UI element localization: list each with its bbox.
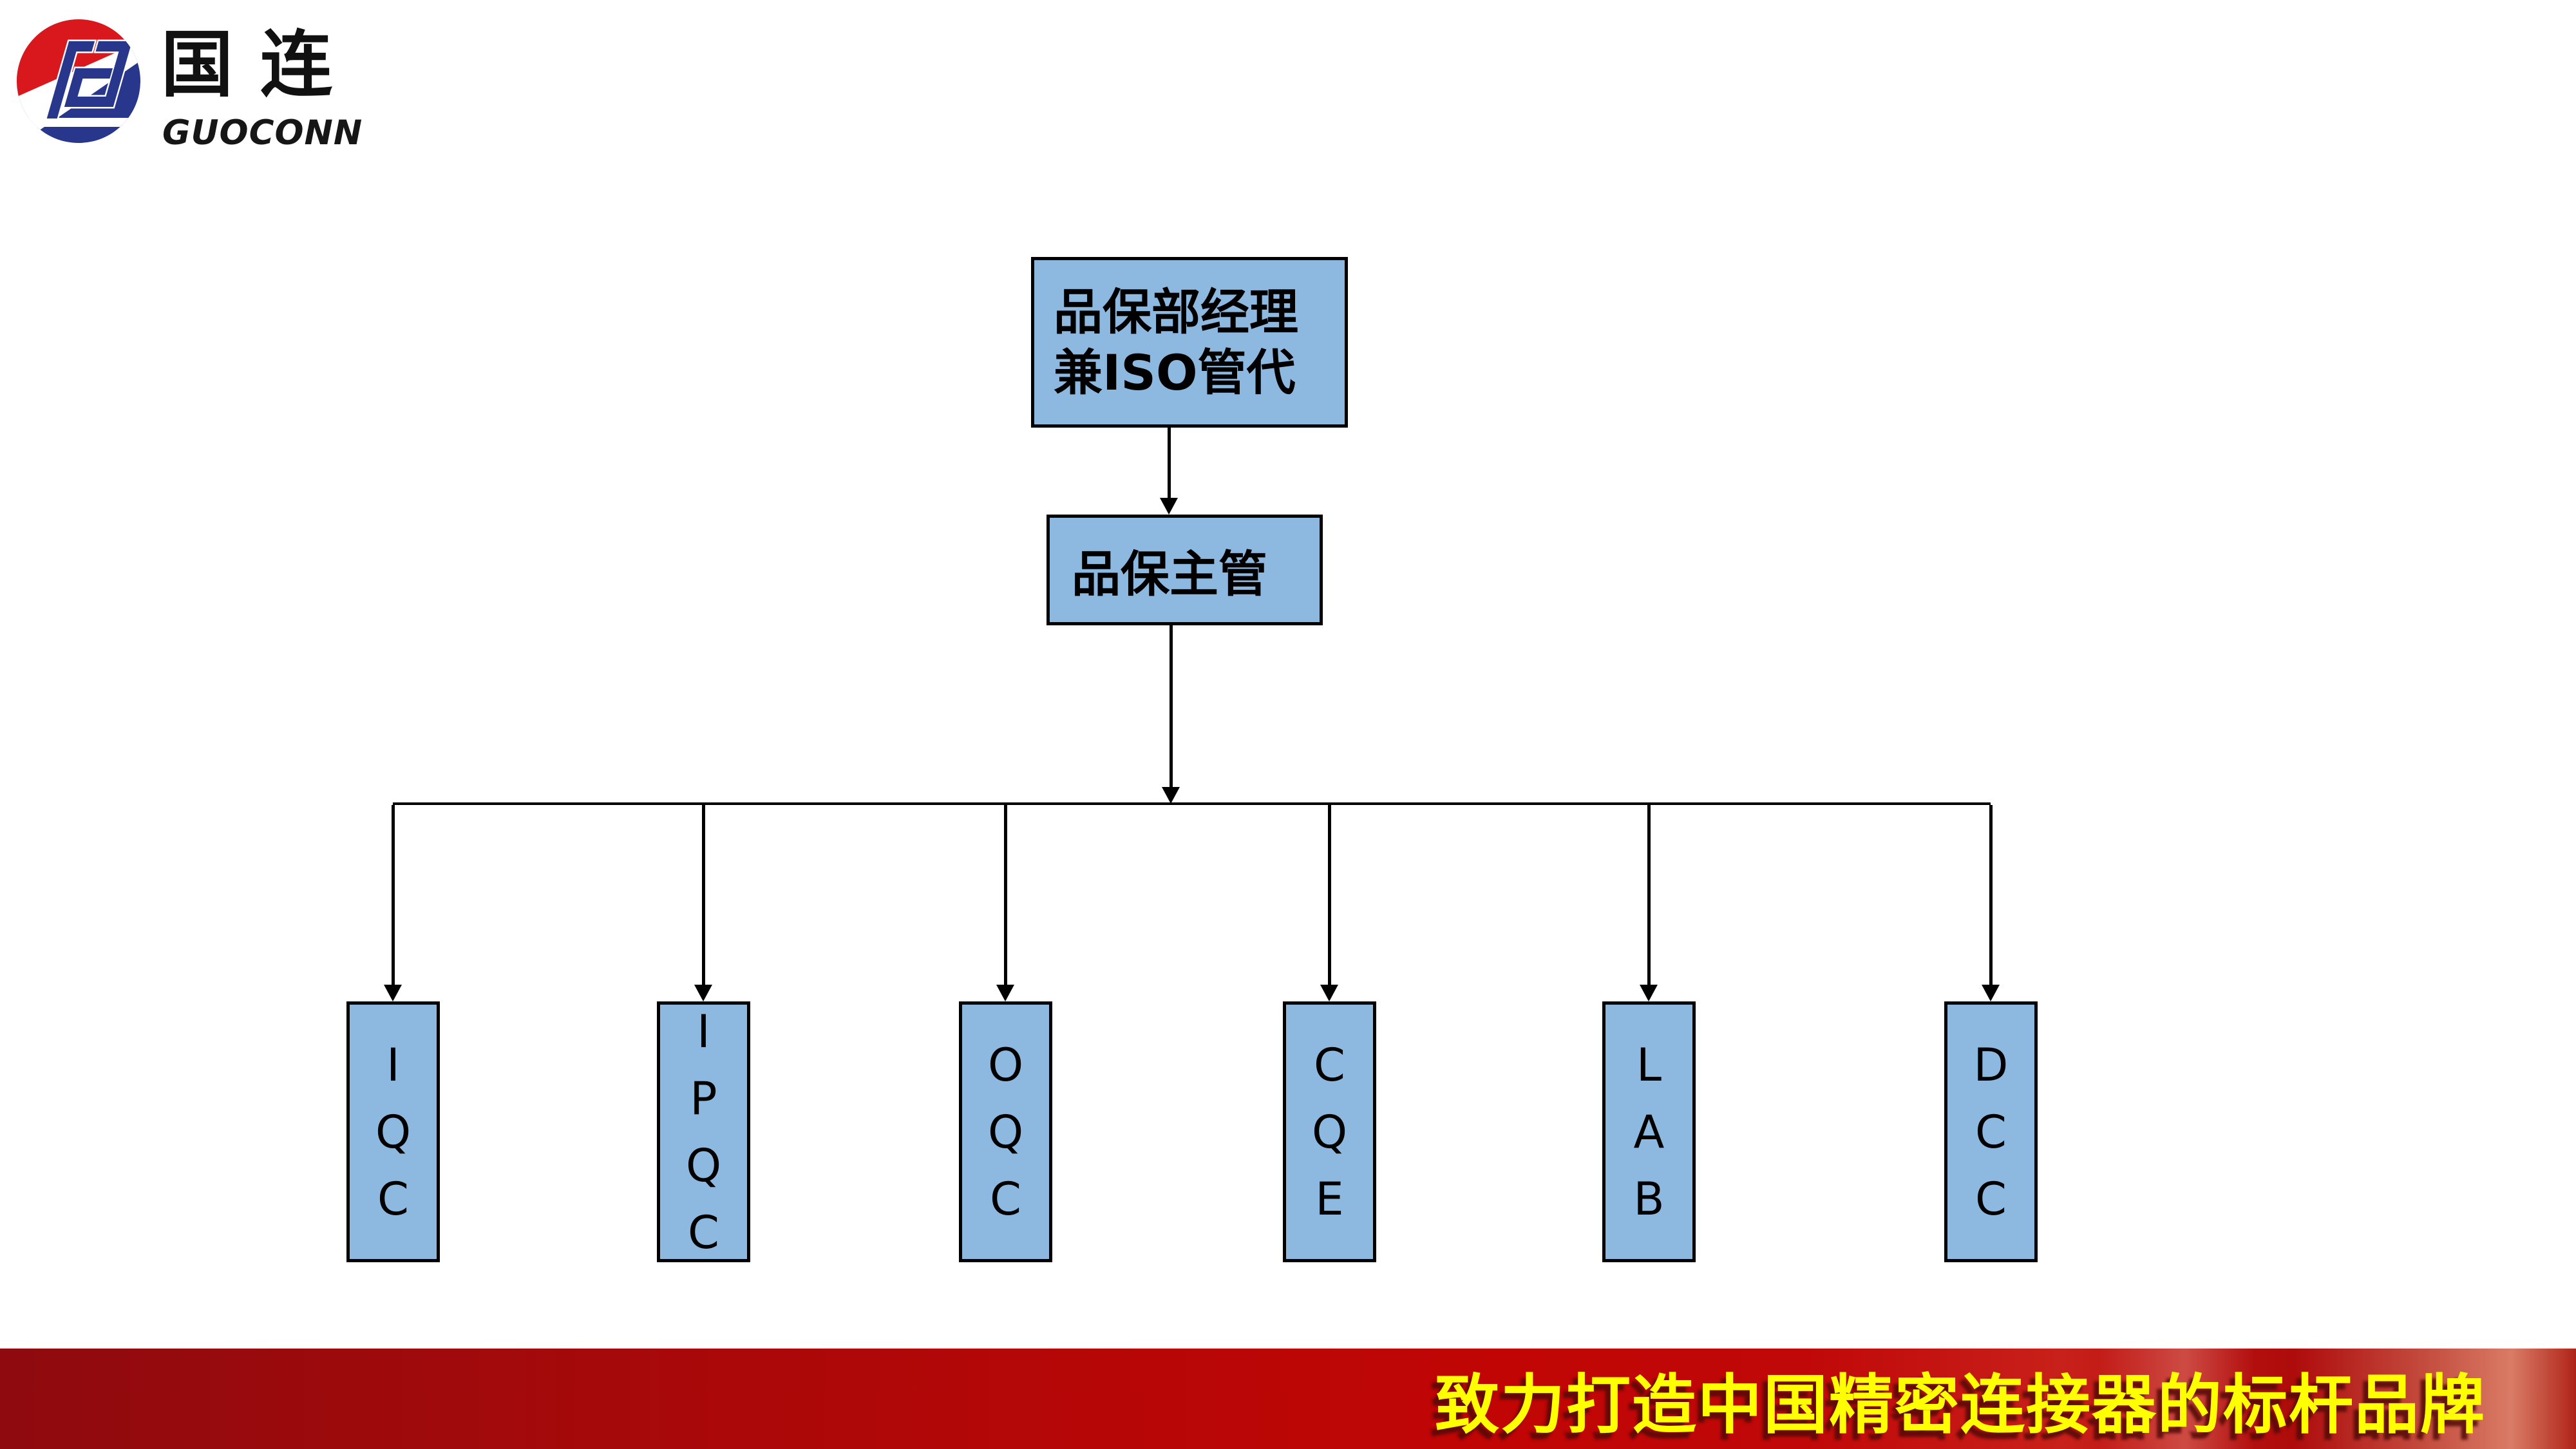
org-node-dcc: DCC <box>1944 1001 2038 1262</box>
connector-supervisor-to-bus-arrowhead-icon <box>1162 787 1180 804</box>
connector-root-to-supervisor-line <box>1168 428 1171 498</box>
org-node-qa-supervisor: 品保主管 <box>1046 515 1323 625</box>
connector-bus-to-cqe-line <box>1328 805 1331 987</box>
org-node-qa-supervisor-label: 品保主管 <box>1072 545 1267 603</box>
org-node-ipqc-label: IPQC <box>677 1005 730 1273</box>
org-node-dcc-label: DCC <box>1964 1038 2018 1240</box>
org-node-oqc: OQC <box>959 1001 1052 1262</box>
connector-bus-to-lab-arrowhead-icon <box>1640 985 1658 1001</box>
org-node-lab: LAB <box>1602 1001 1696 1262</box>
connector-bus-to-dcc-line <box>1989 805 1993 987</box>
org-node-oqc-label: OQC <box>979 1038 1032 1240</box>
org-node-iqc: IQC <box>346 1001 440 1262</box>
guoconn-logo-icon <box>17 19 140 143</box>
connector-bus-to-ipqc-arrowhead-icon <box>694 985 712 1001</box>
connector-bus-to-iqc-arrowhead-icon <box>384 985 402 1001</box>
connector-root-to-supervisor-arrowhead-icon <box>1160 498 1178 515</box>
footer-banner: 致力打造中国精密连接器的标杆品牌 <box>0 1349 2576 1449</box>
connector-bus-to-ipqc-line <box>702 805 705 987</box>
org-node-qa-manager: 品保部经理 兼ISO管代 <box>1031 257 1348 428</box>
connector-bus-line <box>393 802 1991 805</box>
logo-en-name: GUOCONN <box>162 113 363 153</box>
connector-bus-to-lab-line <box>1647 805 1651 987</box>
logo-zh-name: 国连 <box>161 23 359 107</box>
org-node-ipqc: IPQC <box>657 1001 750 1273</box>
org-node-qa-manager-label: 品保部经理 兼ISO管代 <box>1054 283 1298 401</box>
footer-slogan: 致力打造中国精密连接器的标杆品牌 <box>1435 1367 2486 1443</box>
connector-bus-to-dcc-arrowhead-icon <box>1982 985 2000 1001</box>
connector-bus-to-oqc-line <box>1004 805 1007 987</box>
org-node-lab-label: LAB <box>1622 1038 1676 1240</box>
connector-supervisor-to-bus-line <box>1170 625 1173 788</box>
org-node-cqe: CQE <box>1283 1001 1376 1262</box>
connector-bus-to-cqe-arrowhead-icon <box>1320 985 1338 1001</box>
connector-bus-to-iqc-line <box>392 805 395 987</box>
org-node-iqc-label: IQC <box>366 1038 420 1240</box>
org-node-cqe-label: CQE <box>1303 1038 1356 1240</box>
connector-bus-to-oqc-arrowhead-icon <box>996 985 1014 1001</box>
